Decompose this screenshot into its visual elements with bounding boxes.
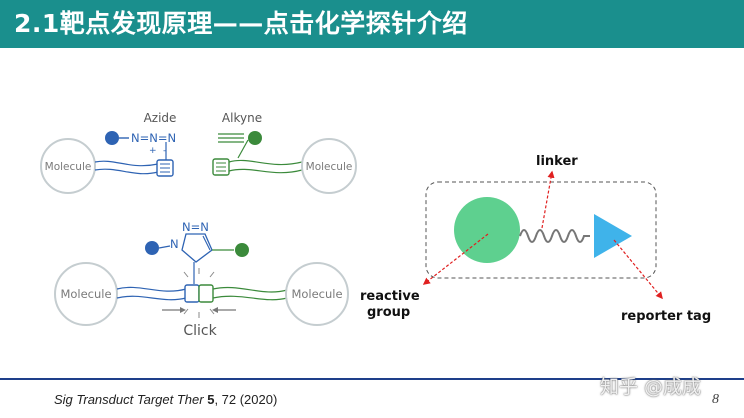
- molecule-label: Molecule: [291, 287, 342, 301]
- alkyne-label: Alkyne: [222, 111, 262, 125]
- alkyne-tether: [212, 158, 303, 176]
- azide-sphere: [105, 131, 119, 145]
- citation-volume: 5: [207, 392, 215, 407]
- slide-title: 2.1靶点发现原理——点击化学探针介绍: [14, 9, 468, 38]
- alkyne-sphere: [248, 131, 262, 145]
- alkyne-group: Alkyne: [218, 111, 262, 159]
- watermark: 知乎 @成成: [600, 376, 702, 398]
- footer-divider: [0, 378, 744, 380]
- product-azide-sphere: [145, 241, 159, 255]
- linker-label: linker: [536, 154, 578, 169]
- azide-group: Azide N=N=N + -: [105, 111, 176, 160]
- triazole-n-label: N: [170, 237, 179, 251]
- reporter-tag-triangle: [594, 214, 632, 258]
- citation-rest: , 72 (2020): [214, 392, 278, 407]
- top-right-molecule: Molecule: [301, 138, 357, 194]
- reporter-label: reporter tag: [621, 309, 711, 324]
- clicked-tethers: [116, 268, 288, 318]
- bottom-left-molecule: Molecule: [54, 262, 118, 326]
- probe-dashed-box: [425, 181, 657, 279]
- triazole-top-label: N=N: [182, 220, 209, 234]
- reactive-group-sphere: [454, 197, 520, 263]
- reactive-arrow: [422, 233, 489, 285]
- product-alkyne-sphere: [235, 243, 249, 257]
- molecule-label: Molecule: [306, 161, 353, 173]
- bottom-right-molecule: Molecule: [285, 262, 349, 326]
- reporter-arrow: [613, 239, 663, 300]
- molecule-label: Molecule: [45, 161, 92, 173]
- linker-spring: [519, 229, 590, 243]
- title-bar: 2.1靶点发现原理——点击化学探针介绍: [0, 0, 744, 48]
- azide-tether: [94, 159, 174, 177]
- click-label: Click: [183, 323, 217, 339]
- azide-formula: N=N=N: [131, 131, 176, 145]
- azide-plus: +: [149, 146, 157, 156]
- reactive-label-line1: reactive: [360, 289, 420, 304]
- triazole-product: N=N N: [145, 220, 249, 284]
- azide-minus: -: [163, 146, 166, 156]
- azide-label: Azide: [144, 111, 177, 125]
- page-number: 8: [712, 392, 719, 407]
- citation: Sig Transduct Target Ther 5, 72 (2020): [54, 392, 277, 407]
- citation-journal: Sig Transduct Target Ther: [54, 392, 204, 407]
- top-left-molecule: Molecule: [40, 138, 96, 194]
- linker-arrow: [541, 170, 555, 229]
- molecule-label: Molecule: [60, 287, 111, 301]
- reactive-label-line2: group: [367, 305, 410, 320]
